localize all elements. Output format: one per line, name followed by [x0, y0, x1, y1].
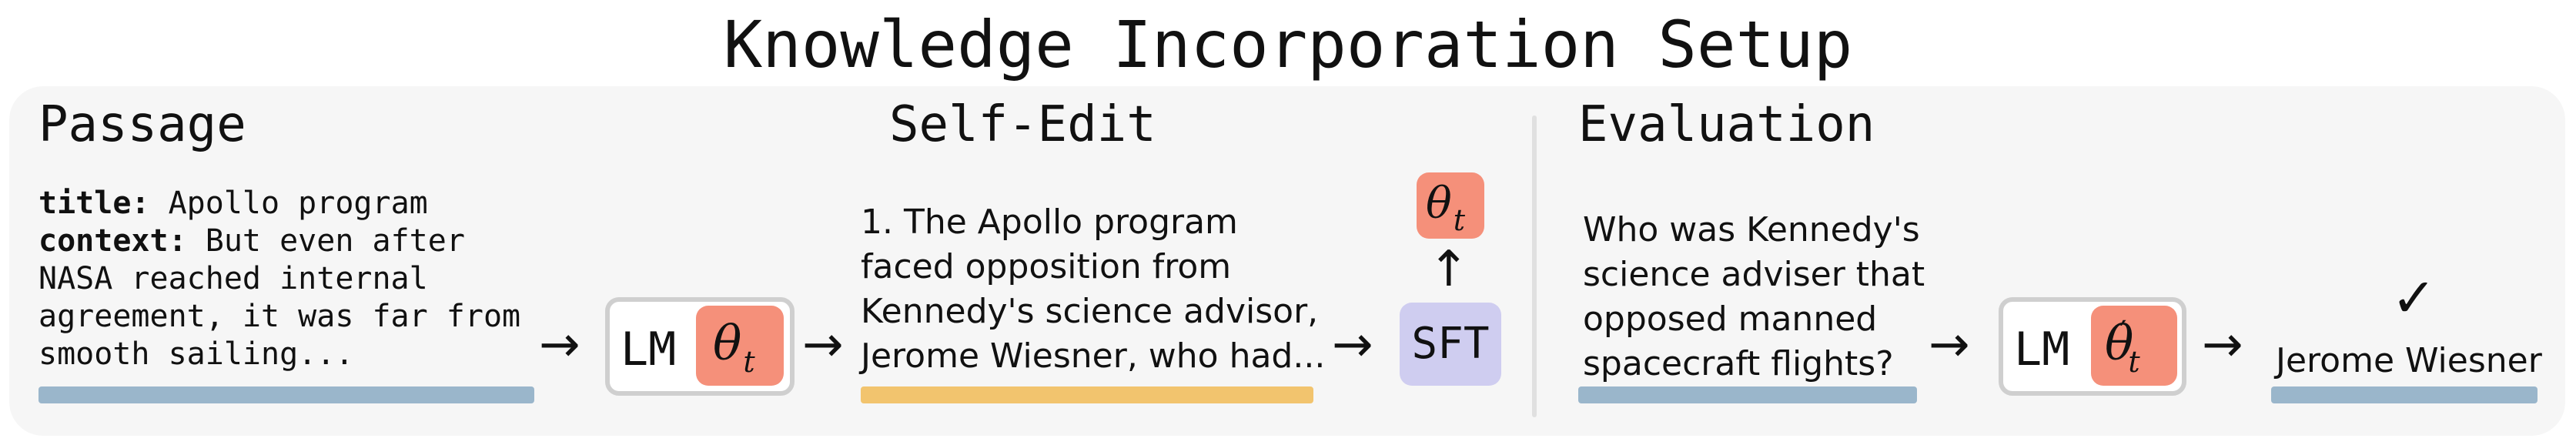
arrow-right-icon: →: [1929, 316, 1970, 373]
diagram-title: Knowledge Incorporation Setup: [723, 7, 1853, 82]
sft-box: [1400, 303, 1501, 386]
question-underline-bar: [1578, 386, 1917, 403]
section-title-self-edit: Self-Edit: [889, 96, 1156, 153]
passage-line: smooth sailing...: [38, 336, 354, 372]
section-title-passage: Passage: [38, 96, 246, 153]
arrow-right-icon: →: [2202, 316, 2243, 373]
theta-updated-chip: θt: [1417, 172, 1484, 239]
evaluation-question: Who was Kennedy's science adviser that o…: [1583, 208, 1925, 386]
theta-parameter-chip: θt: [696, 306, 784, 386]
theta-prime: ′: [2119, 315, 2127, 350]
lm-label: LM: [621, 323, 677, 376]
self-edit-line: Kennedy's science advisor,: [861, 292, 1319, 331]
sft-label: SFT: [1411, 319, 1490, 369]
section-title-evaluation: Evaluation: [1578, 96, 1875, 153]
passage-title-value: Apollo program: [168, 186, 428, 221]
passage-context-key: context:: [38, 223, 187, 259]
theta-symbol: θ: [2105, 315, 2134, 371]
question-line: spacecraft flights?: [1583, 344, 1894, 383]
answer-underline-bar: [2271, 386, 2538, 403]
arrow-right-icon: →: [539, 316, 580, 373]
self-edit-text: 1. The Apollo program faced opposition f…: [861, 200, 1325, 379]
arrow-right-icon: →: [1332, 316, 1373, 373]
self-edit-line: faced opposition from: [861, 247, 1232, 286]
theta-symbol: θ: [713, 315, 742, 371]
theta-subscript: t: [1453, 203, 1465, 237]
passage-title-key: title:: [38, 186, 150, 221]
self-edit-line: 1. The Apollo program: [861, 202, 1238, 242]
passage-text: title: Apollo program context: But even …: [38, 185, 520, 373]
question-line: opposed manned: [1583, 299, 1878, 339]
passage-underline-bar: [38, 386, 534, 403]
theta-prime-chip: θ′t: [2091, 306, 2177, 386]
theta-subscript: t: [743, 345, 755, 379]
passage-line: NASA reached internal: [38, 261, 428, 296]
arrow-right-icon: →: [802, 316, 844, 373]
self-edit-line: Jerome Wiesner, who had...: [861, 336, 1326, 376]
self-edit-underline-bar: [861, 386, 1313, 403]
question-line: science adviser that: [1583, 255, 1925, 294]
check-icon: ✓: [2391, 266, 2437, 330]
passage-line: agreement, it was far from: [38, 299, 521, 334]
lm-label: LM: [2014, 323, 2070, 376]
arrow-up-icon: ↑: [1428, 241, 1470, 298]
passage-context-line: But even after: [205, 223, 465, 259]
theta-subscript: t: [2128, 345, 2140, 379]
evaluation-answer: Jerome Wiesner: [2276, 341, 2542, 380]
theta-symbol: θ: [1426, 179, 1452, 229]
section-divider: [1532, 115, 1537, 417]
question-line: Who was Kennedy's: [1583, 210, 1920, 249]
